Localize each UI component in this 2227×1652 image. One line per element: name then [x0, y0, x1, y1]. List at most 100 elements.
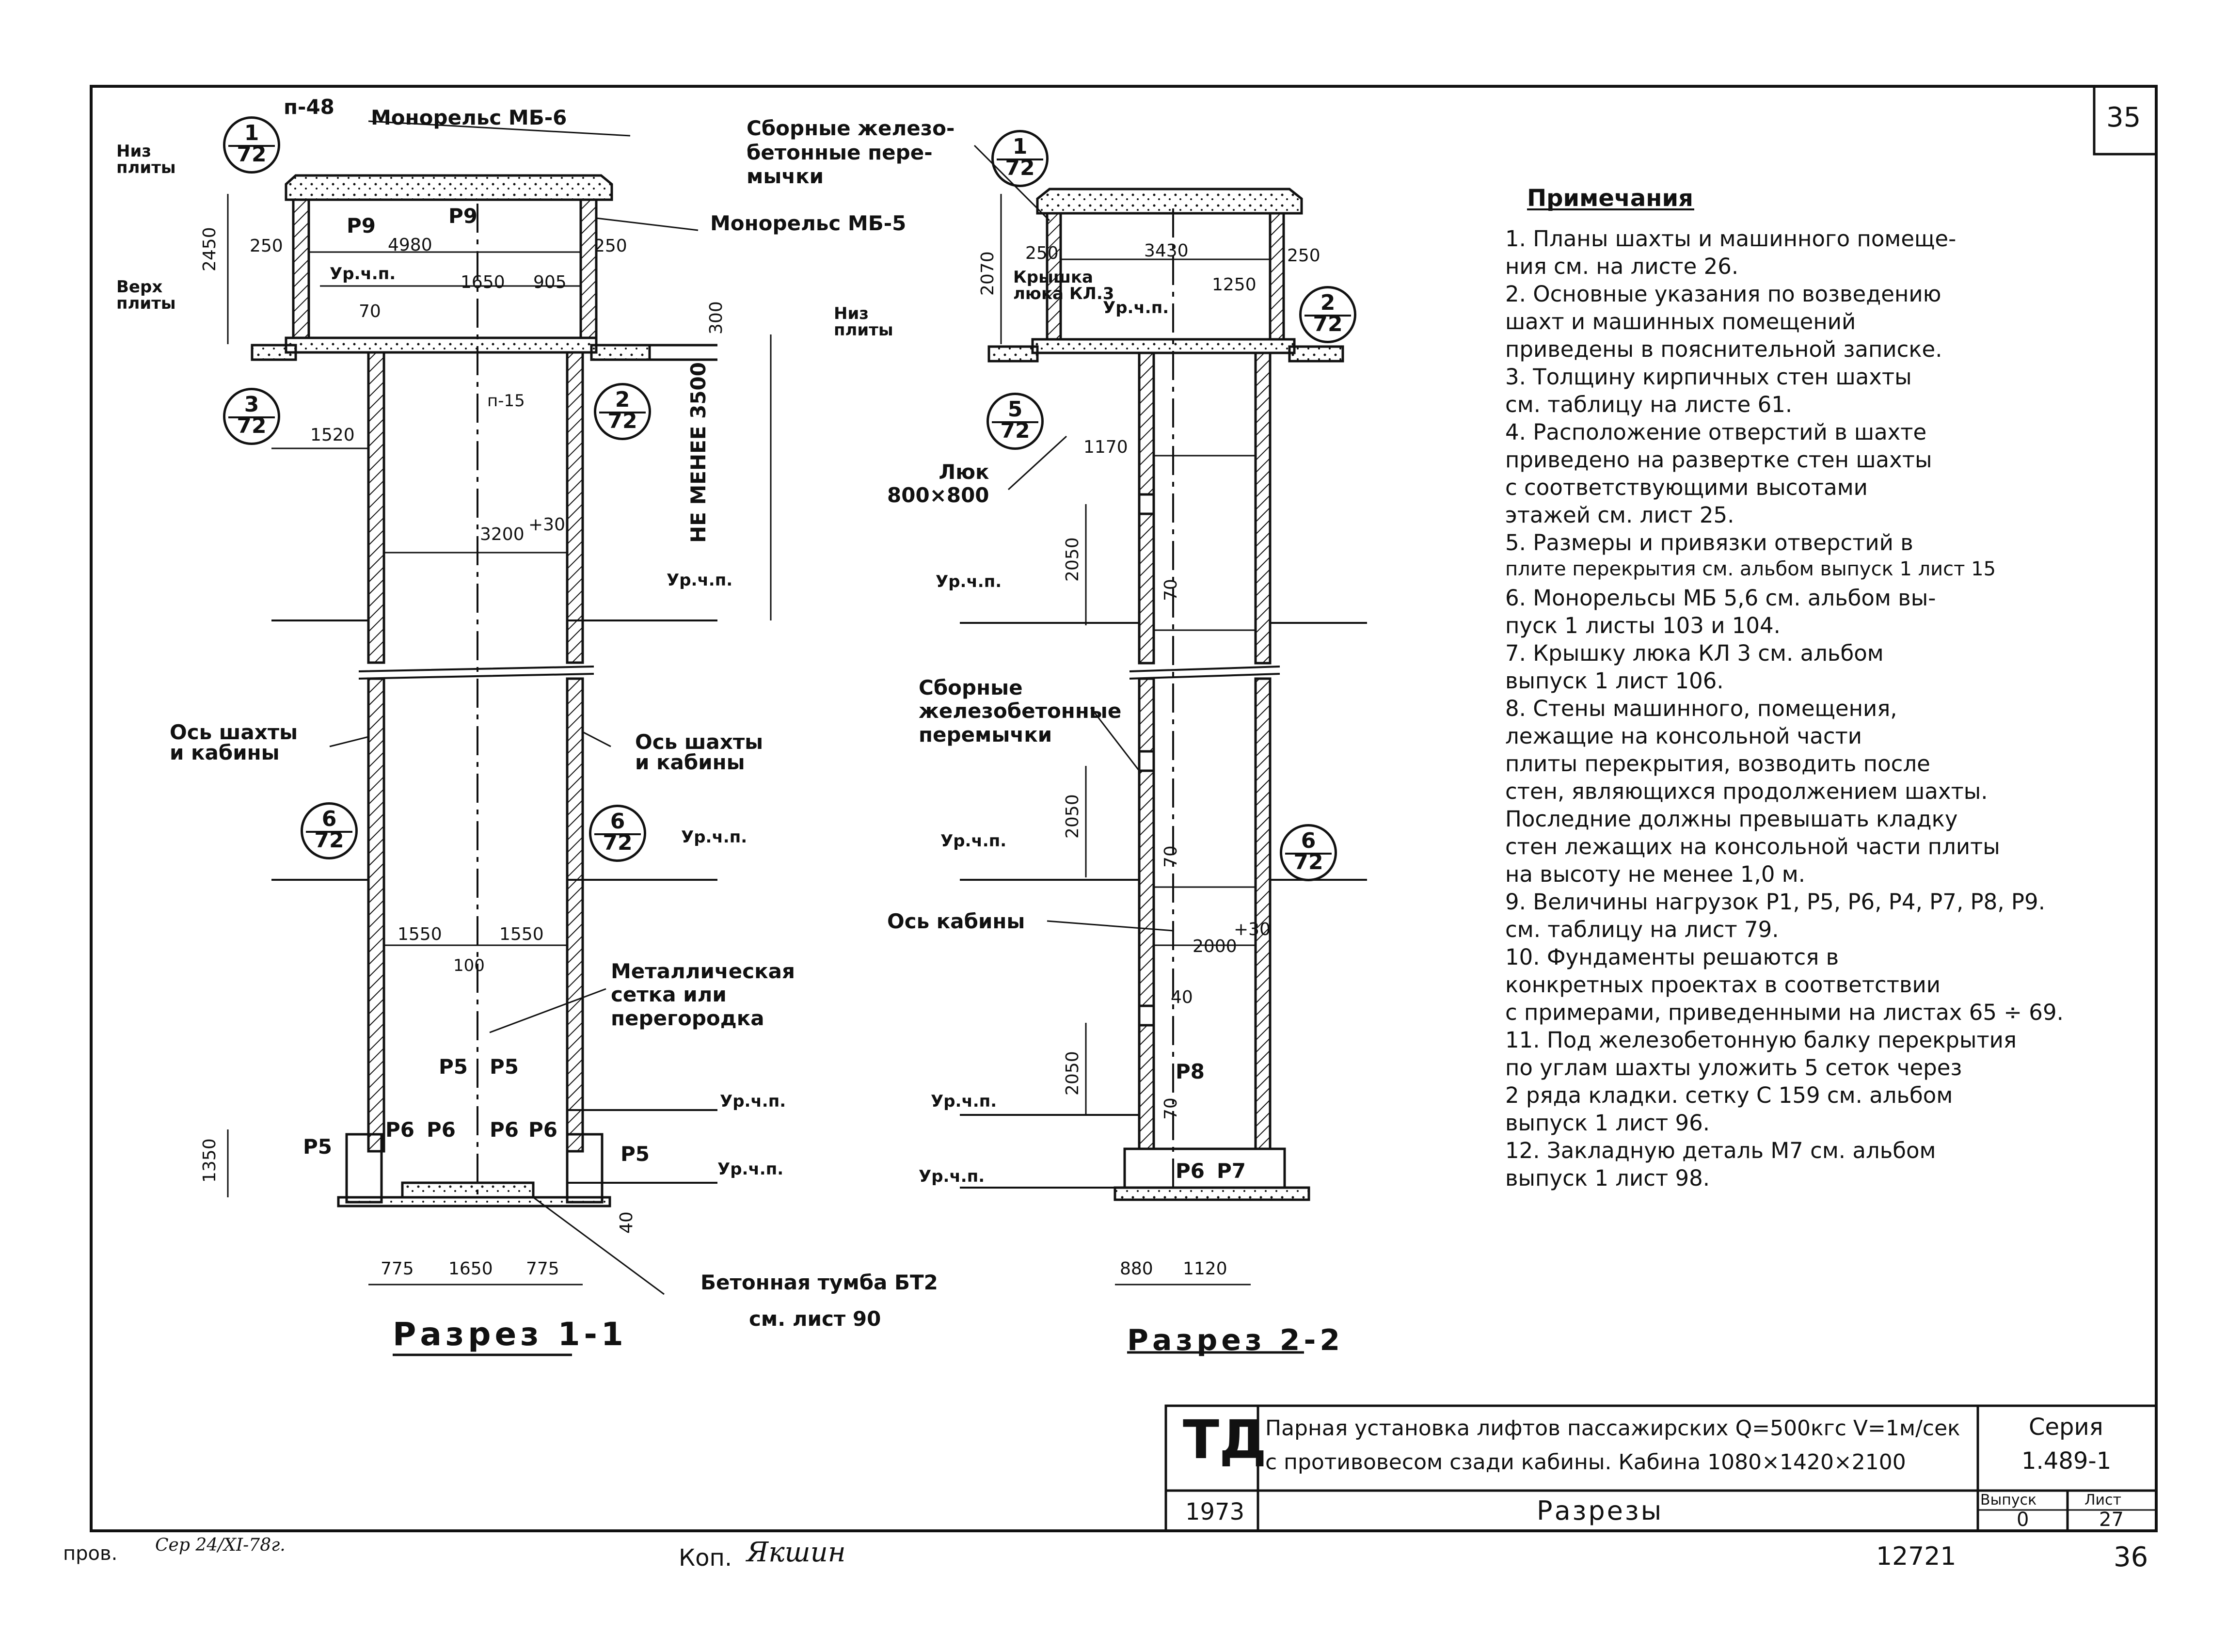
label-sbornye-top: Сборные железо- бетонные пере- мычки	[747, 116, 955, 189]
section-1-title: Разрез 1-1	[393, 1316, 627, 1353]
footer-kop-signature: Якшин	[747, 1537, 846, 1568]
load-label: Р6	[427, 1118, 456, 1142]
load-label: Р8	[1176, 1060, 1205, 1083]
label-tumba: Бетонная тумба БТ2	[700, 1271, 938, 1294]
label-axis-left: Ось шахты и кабины	[170, 720, 298, 764]
note-line: с соответствующими высотами	[1505, 475, 1868, 500]
note-line: см. таблицу на лист 79.	[1505, 917, 1779, 942]
dim-40: 40	[1171, 987, 1193, 1007]
note-line: 9. Величины нагрузок Р1, Р5, Р6, Р4, Р7,…	[1505, 889, 2045, 915]
note-line: Последние должны превышать кладку	[1505, 806, 1958, 832]
load-label: Р6	[385, 1118, 415, 1142]
label-ur-ch-p: Ур.ч.п.	[330, 264, 396, 284]
dim-1550: 1550	[398, 924, 442, 944]
note-line: 3. Толщину кирпичных стен шахты	[1505, 364, 1912, 390]
label-kryshka: Крышка люка КЛ.3	[1013, 268, 1114, 303]
note-line: шахт и машинных помещений	[1505, 309, 1856, 334]
load-label: Р5	[439, 1055, 468, 1079]
section-2-title: Разрез 2-2	[1127, 1323, 1344, 1357]
dim-1550: 1550	[499, 924, 544, 944]
note-line: приведены в пояснительной записке.	[1505, 336, 1942, 362]
label-niz-plity: Низ плиты	[116, 142, 176, 177]
note-line: с примерами, приведенными на листах 65 ÷…	[1505, 1000, 2064, 1025]
footer-prov: пров.	[63, 1542, 118, 1565]
dim-250: 250	[594, 236, 627, 256]
note-line: 8. Стены машинного, помещения,	[1505, 696, 1897, 721]
label-setka: Металлическая сетка или перегородка	[611, 959, 795, 1030]
note-line: выпуск 1 лист 106.	[1505, 668, 1724, 694]
dim-40: 40	[617, 1211, 636, 1234]
dim-2000: 2000	[1193, 937, 1237, 956]
stamp-seria-label: Серия	[2029, 1414, 2103, 1441]
dim-250: 250	[250, 236, 283, 256]
note-line: ния см. на листе 26.	[1505, 254, 1739, 279]
load-label: Р5	[303, 1135, 333, 1159]
dim-1170: 1170	[1083, 437, 1128, 457]
dim-plus30: +30	[528, 515, 565, 535]
dim-2070: 2070	[978, 251, 998, 296]
label-ur-ch-p: Ур.ч.п.	[717, 1160, 784, 1179]
stamp-description: с противовесом сзади кабины. Кабина 1080…	[1265, 1450, 1906, 1475]
stamp-vypusk-label: Выпуск	[1980, 1492, 2037, 1509]
label-sbornye-mid: Сборные железобетонные перемычки	[919, 676, 1122, 747]
section-1-1-drawing	[227, 120, 772, 1356]
dim-plus30: +30	[1234, 920, 1271, 939]
note-line: стен лежащих на консольной части плиты	[1505, 834, 2000, 859]
sheet-number-box	[2093, 85, 2158, 156]
note-line: 4. Расположение отверстий в шахте	[1505, 419, 1927, 445]
note-line: на высоту не менее 1,0 м.	[1505, 861, 1806, 887]
note-line: 11. Под железобетонную балку перекрытия	[1505, 1027, 2017, 1053]
stamp-list-value: 27	[2099, 1509, 2124, 1531]
label-ur-ch-p: Ур.ч.п.	[681, 827, 748, 847]
label-verh-plity: Верх плиты	[116, 277, 176, 313]
dim-3430: 3430	[1144, 241, 1189, 261]
note-line: 2. Основные указания по возведению	[1505, 281, 1941, 307]
note-line: этажей см. лист 25.	[1505, 502, 1734, 528]
note-line: 2 ряда кладки. сетку С 159 см. альбом	[1505, 1082, 1953, 1108]
sheet-number-top: 35	[2106, 102, 2141, 133]
notes-heading: Примечания	[1527, 185, 1693, 212]
stamp-year: 1973	[1185, 1498, 1245, 1525]
notes-list: 1. Планы шахты и машинного помеще- ния с…	[1495, 228, 2064, 1195]
note-line: стен, являющихся продолжением шахты.	[1505, 778, 1988, 804]
footer-prov-signature: Сер 24/XI-78г.	[155, 1535, 286, 1555]
note-line: плите перекрытия см. альбом выпуск 1 лис…	[1505, 558, 1996, 580]
stamp-seria-value: 1.489-1	[2021, 1447, 2112, 1475]
load-label: Р6	[490, 1118, 519, 1142]
doc-number: 12721	[1876, 1542, 1957, 1571]
note-line: 6. Монорельсы МБ 5,6 см. альбом вы-	[1505, 585, 1936, 611]
dim-2050: 2050	[1063, 794, 1082, 839]
dim-2450: 2450	[200, 227, 220, 271]
dim-70: 70	[359, 302, 381, 321]
label-monorail-5: Монорельс МБ-5	[710, 211, 907, 235]
sheet-frame	[90, 85, 2158, 1532]
load-label: Р6	[528, 1118, 558, 1142]
stamp-vypusk-value: 0	[2017, 1509, 2029, 1531]
label-monorail-6: Монорельс МБ-6	[371, 106, 567, 129]
section-2-2-drawing	[960, 144, 1367, 1354]
note-line: лежащие на консольной части	[1505, 723, 1862, 749]
dim-4980: 4980	[388, 235, 432, 255]
label-luk: Люк 800×800	[887, 460, 989, 508]
dim-1650: 1650	[448, 1259, 493, 1279]
dim-100: 100	[453, 956, 485, 975]
dim-250: 250	[1025, 243, 1059, 263]
stamp-description: Парная установка лифтов пассажирских Q=5…	[1265, 1416, 1960, 1441]
label-ur-ch-p: Ур.ч.п.	[667, 571, 733, 590]
dim-1120: 1120	[1183, 1259, 1227, 1279]
note-line: плиты перекрытия, возводить после	[1505, 751, 1930, 777]
stamp-logo: ТД	[1183, 1409, 1267, 1471]
dim-1250: 1250	[1212, 275, 1257, 295]
note-line: 12. Закладную деталь М7 см. альбом	[1505, 1138, 1936, 1163]
load-label: Р5	[490, 1055, 519, 1079]
label-ne-menee: НЕ МЕНЕЕ 3500	[686, 362, 710, 543]
stamp-sheet-title: Разрезы	[1537, 1495, 1664, 1526]
